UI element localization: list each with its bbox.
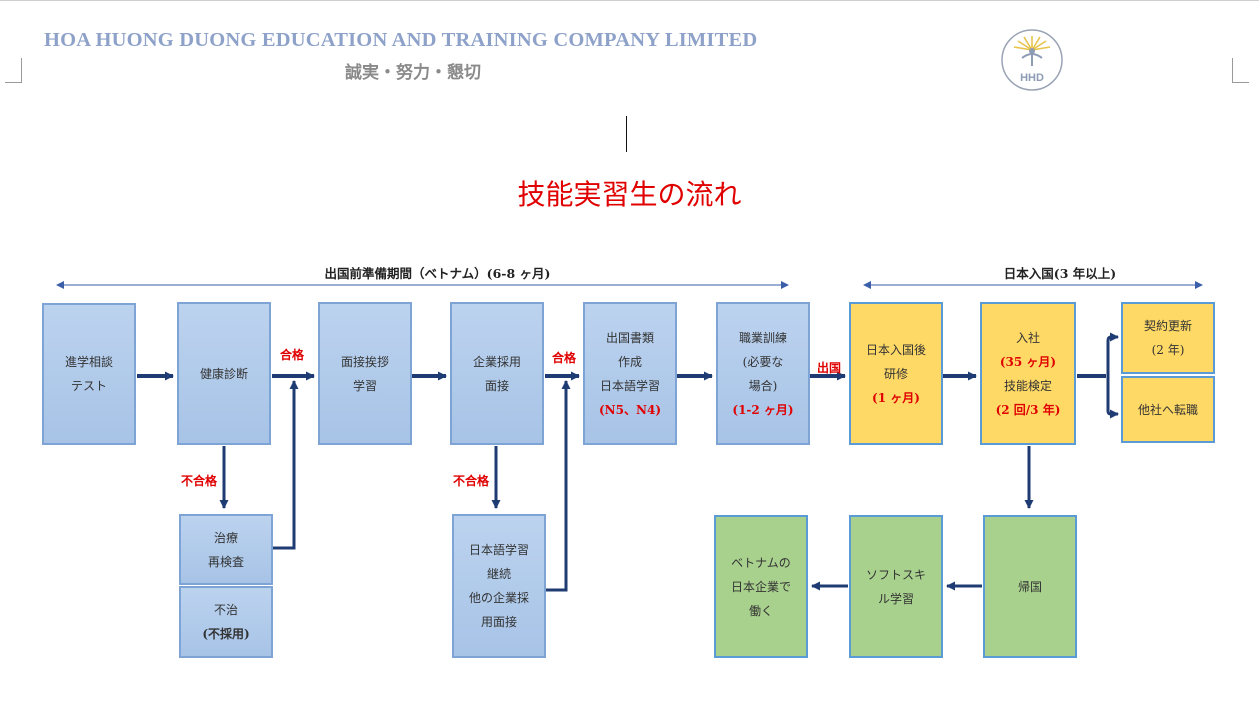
box-health-check: 健康診断 (177, 302, 271, 445)
box-documents: 出国書類 作成 日本語学習 (N5、N4) (583, 302, 677, 445)
box-line: (必要な (742, 354, 784, 369)
box-line: 出国書類 (605, 330, 654, 345)
box-vocational: 職業訓練 (必要な 場合) (1-2 ヶ月) (716, 302, 810, 445)
box-line: 技能検定 (1003, 378, 1052, 393)
box-line: 学習 (352, 378, 377, 393)
box-consultation-test: 進学相談 テスト (42, 303, 136, 445)
box-not-cured: 不治 (不採用) (179, 586, 273, 658)
box-line: 再検査 (207, 554, 244, 569)
text-cursor (626, 116, 627, 152)
company-motto: 誠実・努力・懇切 (345, 63, 481, 83)
box-line: ル学習 (877, 591, 914, 606)
box-line: 企業採用 (472, 354, 521, 369)
right-corner-mark (1232, 58, 1249, 83)
box-line: 帰国 (1017, 579, 1042, 594)
box-line: 職業訓練 (738, 330, 787, 345)
label-pass-1: 合格 (280, 348, 305, 362)
box-line: 契約更新 (1143, 319, 1192, 333)
box-company-interview: 企業採用 面接 (450, 302, 544, 445)
box-line: 研修 (883, 366, 908, 381)
box-treatment: 治療 再検査 (179, 514, 273, 585)
box-line: (N5、N4) (599, 402, 661, 417)
box-line: 不治 (213, 603, 238, 617)
box-line: 他の企業採 (468, 591, 529, 605)
box-japanese-continue: 日本語学習 継続 他の企業採 用面接 (452, 514, 546, 658)
box-line: (35 ヶ月) (999, 354, 1057, 369)
arrow-jp-back (546, 380, 571, 592)
box-return-home: 帰国 (983, 515, 1077, 658)
box-line: 日本入国後 (865, 342, 926, 357)
label-fail-1: 不合格 (181, 474, 218, 488)
box-line: (1-2 ヶ月) (732, 402, 794, 417)
branch-bracket (1106, 335, 1117, 416)
box-line: 日本企業で (730, 579, 791, 594)
box-line: 用面接 (480, 615, 517, 629)
box-line: (2 年) (1151, 343, 1185, 357)
phase-pre-label: 出国前準備期間（ベトナム）(6-8 ヶ月) (324, 266, 551, 281)
box-interview-prep: 面接挨拶 学習 (318, 302, 412, 445)
box-line: 日本語学習 (468, 543, 529, 557)
box-line: 健康診断 (199, 366, 248, 381)
arrow-treatment-back (272, 380, 299, 550)
box-line: (不採用) (202, 627, 250, 641)
box-line: 治療 (213, 530, 238, 545)
box-line: 面接挨拶 (340, 354, 389, 369)
box-line: 働く (748, 603, 773, 618)
hhd-logo-icon: HHD (1001, 29, 1063, 91)
phase-post-label: 日本入国(3 年以上) (1003, 266, 1117, 281)
box-join-company: 入社 (35 ヶ月) 技能検定 (2 回/3 年) (980, 302, 1076, 445)
box-line: ベトナムの (731, 555, 791, 570)
box-line: 場合) (748, 378, 778, 393)
box-line: ソフトスキ (865, 567, 926, 582)
box-line: 入社 (1015, 330, 1040, 345)
box-line: (2 回/3 年) (995, 402, 1061, 417)
top-border (0, 0, 1259, 1)
page-title: 技能実習生の流れ (517, 178, 742, 211)
box-work-vietnam: ベトナムの 日本企業で 働く (714, 515, 808, 658)
box-line: 日本語学習 (599, 378, 660, 393)
box-line: 他社へ転職 (1137, 402, 1198, 417)
box-line: 進学相談 (64, 355, 113, 369)
box-line: 面接 (484, 378, 509, 393)
label-fail-2: 不合格 (453, 474, 490, 488)
label-pass-2: 合格 (552, 351, 577, 365)
label-depart: 出国 (817, 361, 842, 375)
company-name: HOA HUONG DUONG EDUCATION AND TRAINING C… (44, 29, 758, 51)
box-contract-renewal: 契約更新 (2 年) (1121, 302, 1215, 374)
left-corner-mark (5, 58, 22, 83)
box-soft-skill: ソフトスキ ル学習 (849, 515, 943, 658)
box-line: 作成 (617, 354, 642, 369)
box-line: (1 ヶ月) (872, 390, 920, 405)
box-job-transfer: 他社へ転職 (1121, 376, 1215, 443)
box-line: テスト (70, 379, 107, 393)
box-training-japan: 日本入国後 研修 (1 ヶ月) (849, 302, 943, 445)
logo-text: HHD (1020, 72, 1044, 84)
box-line: 継続 (486, 567, 511, 581)
